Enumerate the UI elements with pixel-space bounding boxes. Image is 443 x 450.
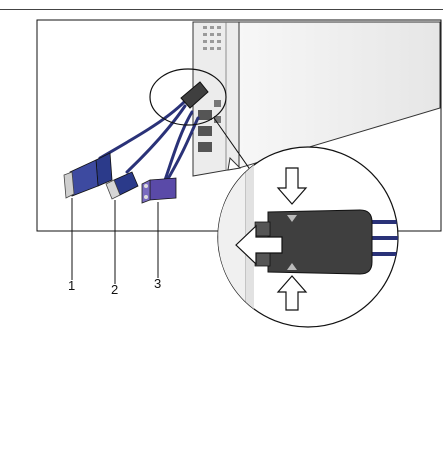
pull-direction-arrow-icon (235, 224, 283, 266)
dongle-connector (180, 81, 209, 109)
dongle-latch (254, 221, 271, 237)
usb-connector (105, 171, 139, 200)
magnify-leader-line (213, 117, 257, 179)
squeeze-arrow-up-icon (276, 275, 308, 311)
front-port (214, 116, 221, 123)
usb-connector (63, 152, 113, 199)
front-port (214, 100, 221, 107)
magnify-indicator-circle (149, 68, 227, 126)
callout-number-3: 3 (154, 276, 161, 291)
vent-grid (203, 26, 221, 50)
squeeze-arrow-down-icon (276, 167, 308, 205)
front-port (198, 142, 212, 152)
dongle-cables (98, 95, 200, 186)
callout-number-1: 1 (68, 278, 75, 293)
top-rule (0, 9, 443, 10)
front-port (198, 110, 212, 120)
front-port (198, 126, 212, 136)
callout-leaders (71, 198, 159, 284)
vga-video-connector (141, 177, 177, 204)
dongle-latch (254, 251, 271, 267)
callout-number-2: 2 (111, 282, 118, 297)
dongle-body (267, 209, 373, 275)
magnified-detail (217, 146, 399, 328)
